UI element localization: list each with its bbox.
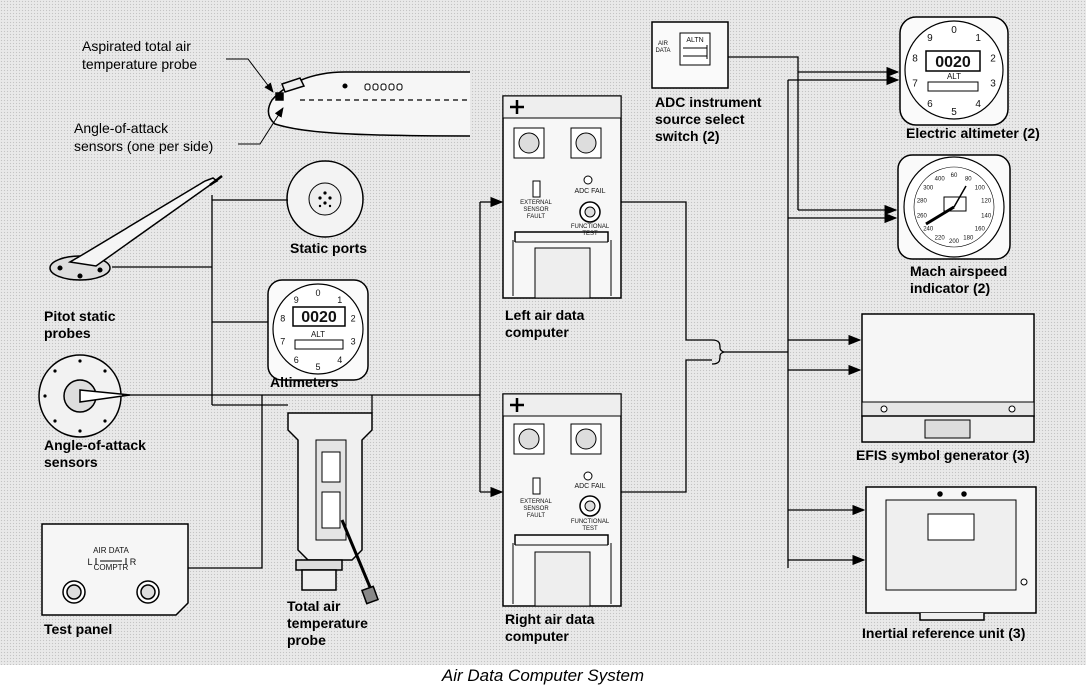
left-adc-functional-test-text: TEST [582,231,598,237]
right-adc-fail-text: ADC FAIL [574,483,605,490]
electric-altimeter-scale-7: 7 [912,79,918,90]
altimeter-scale-6: 6 [294,355,299,365]
switch-air-data-text: DATA [655,48,670,54]
airspeed-scale-120: 120 [981,199,992,205]
label-static-ports: Static ports [290,240,367,257]
electric-altimeter-scale-6: 6 [927,99,933,110]
figure-caption: Air Data Computer System [0,666,1086,686]
airspeed-scale-220: 220 [935,236,946,242]
altimeter-scale-1: 1 [337,295,342,305]
left-adc-functional-test-text: FUNCTIONAL [571,224,610,230]
electric-altimeter-scale-9: 9 [927,33,933,44]
annotation-tat-probe: Aspirated total air temperature probe [82,37,197,73]
electric-altimeter-scale-8: 8 [912,53,918,64]
label-inertial-reference-unit: Inertial reference unit (3) [862,625,1025,642]
altimeter-scale-4: 4 [337,355,342,365]
airspeed-scale-100: 100 [975,185,986,191]
right-adc-external-sensor-fault-text: EXTERNAL [520,499,552,505]
left-adc-external-sensor-fault-text: FAULT [527,214,546,220]
test-panel-air-data-text: AIR DATA [93,546,129,555]
label-altimeters: Altimeters [270,374,338,391]
airspeed-scale-180: 180 [963,236,974,242]
airspeed-scale-60: 60 [951,173,958,179]
right-adc-functional-test-text: TEST [582,526,598,532]
altimeter-readout: 0020 [301,309,337,326]
adc-switch-illustration [652,22,728,88]
altimeter-scale-7: 7 [280,336,285,346]
label-mach-airspeed: Mach airspeed indicator (2) [910,263,1007,297]
efis-symbol-generator-illustration [862,314,1034,442]
label-electric-altimeter: Electric altimeter (2) [906,125,1040,142]
electric-altimeter-scale-0: 0 [951,25,957,36]
switch-altn-text: ALTN [686,37,703,44]
right-adc-external-sensor-fault-text: SENSOR [523,506,549,512]
airspeed-scale-80: 80 [965,176,972,182]
right-adc-functional-test-text: FUNCTIONAL [571,519,610,525]
test-panel-left-text: L [87,557,92,567]
airspeed-scale-300: 300 [923,185,934,191]
switch-air-data-text: AIR [658,41,669,47]
label-total-air-temperature-probe: Total air temperature probe [287,598,368,649]
electric-altimeter-scale-2: 2 [990,53,996,64]
test-panel-comptr-text: COMPTR [94,563,129,572]
airspeed-scale-140: 140 [981,213,992,219]
airspeed-scale-160: 160 [975,227,986,233]
airspeed-scale-280: 280 [917,199,928,205]
test-panel-right-text: R [130,557,137,567]
iru-illustration [866,487,1036,620]
altimeter-scale-9: 9 [294,295,299,305]
altimeter-scale-3: 3 [351,336,356,346]
left-adc-fail-text: ADC FAIL [574,188,605,195]
label-adc-switch: ADC instrument source select switch (2) [655,94,762,145]
electric-altimeter-scale-4: 4 [975,99,981,110]
label-aoa-sensors: Angle-of-attack sensors [44,437,146,471]
altimeter-alt-label: ALT [311,330,325,339]
left-adc-external-sensor-fault-text: SENSOR [523,207,549,213]
label-left-adc: Left air data computer [505,307,584,341]
label-right-adc: Right air data computer [505,611,594,645]
airplane-nose-illustration [268,72,470,136]
airspeed-scale-200: 200 [949,239,960,245]
airspeed-scale-400: 400 [935,176,946,182]
label-test-panel: Test panel [44,621,112,638]
annotation-aoa-sensors: Angle-of-attack sensors (one per side) [74,119,213,155]
static-port-illustration [287,161,363,237]
airspeed-scale-240: 240 [923,227,934,233]
altimeter-scale-5: 5 [315,362,320,372]
pitot-static-probe-illustration [50,176,222,280]
electric-altimeter-alt-label: ALT [947,72,961,81]
label-pitot-static-probes: Pitot static probes [44,308,116,342]
electric-altimeter-scale-5: 5 [951,107,957,118]
aoa-sensor-illustration [39,355,130,437]
electric-altimeter-scale-1: 1 [975,33,981,44]
altimeter-scale-0: 0 [315,288,320,298]
tat-probe-illustration [288,413,378,604]
right-adc-external-sensor-fault-text: FAULT [527,513,546,519]
altimeter-scale-2: 2 [351,314,356,324]
airspeed-scale-260: 260 [917,213,928,219]
left-adc-illustration [503,96,621,298]
electric-altimeter-readout: 0020 [935,54,971,71]
altimeter-scale-8: 8 [280,314,285,324]
left-adc-external-sensor-fault-text: EXTERNAL [520,200,552,206]
label-efis-symbol-generator: EFIS symbol generator (3) [856,447,1029,464]
electric-altimeter-scale-3: 3 [990,79,996,90]
